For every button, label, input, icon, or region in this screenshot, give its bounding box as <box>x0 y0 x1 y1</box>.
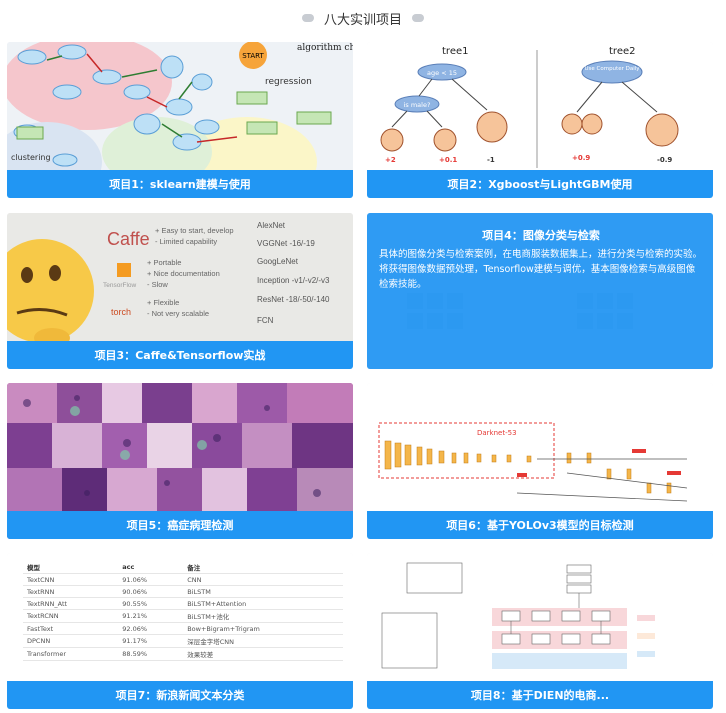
table-header-cell: acc <box>118 561 184 574</box>
start-node-label: START <box>242 52 264 60</box>
table-header-cell: 备注 <box>183 561 343 574</box>
leaf-score-5: -0.9 <box>657 156 672 164</box>
tree2-root-question: Use Computer Daily <box>584 66 640 72</box>
pathology-mosaic-thumbnail <box>7 383 353 539</box>
project-card-1[interactable]: START algorithm cheat-she regression clu… <box>7 42 353 198</box>
project-card-1-title: 项目1：sklearn建模与使用 <box>7 170 353 198</box>
model-resnet: ResNet -18/-50/-140 <box>257 295 330 304</box>
model-alexnet: AlexNet <box>257 221 286 230</box>
caffe-note-1: + Easy to start, develop <box>155 226 234 235</box>
project-card-8[interactable]: 项目8：基于DIEN的电商... <box>367 553 713 709</box>
leaf-score-4: +0.9 <box>572 154 590 162</box>
table-header-row: 模型 acc 备注 <box>23 561 343 574</box>
torch-note-1: + Flexible <box>147 298 179 307</box>
table-cell: Transformer <box>23 647 119 661</box>
table-cell: 91.21% <box>118 609 184 623</box>
tree1-root-question: age < 15 <box>427 69 457 77</box>
project-card-6-title: 项目6：基于YOLOv3模型的目标检测 <box>367 511 713 539</box>
tree1-label: tree1 <box>442 46 468 57</box>
project-card-2[interactable]: tree1 tree2 age < 15 is male? Use Comput… <box>367 42 713 198</box>
tree2-label: tree2 <box>609 46 635 57</box>
leaf-score-1: +2 <box>385 156 396 164</box>
table-cell: TextRNN <box>23 585 119 598</box>
table-cell: TextRCNN <box>23 609 119 623</box>
tree1-child-question: is male? <box>404 101 431 109</box>
table-cell: 92.06% <box>118 622 184 635</box>
tf-note-2: + Nice documentation <box>147 269 220 278</box>
caffe-note-2: - Limited capability <box>155 237 217 246</box>
leaf-score-2: +0.1 <box>439 156 457 164</box>
tensorflow-logo-text: TensorFlow <box>103 282 137 289</box>
project-card-7-title: 项目7：新浪新闻文本分类 <box>7 681 353 709</box>
project-card-3[interactable]: Caffe + Easy to start, develop - Limited… <box>7 213 353 369</box>
table-cell: BiLSTM <box>183 585 343 598</box>
table-cell: 深层金字塔CNN <box>183 634 343 648</box>
torch-logo-text: torch <box>111 307 131 317</box>
project-card-5-title: 项目5：癌症病理检测 <box>7 511 353 539</box>
table-cell: 91.17% <box>118 634 184 648</box>
project-card-5[interactable]: 项目5：癌症病理检测 <box>7 383 353 539</box>
tf-note-3: - Slow <box>147 280 168 289</box>
title-right-decoration <box>412 14 424 22</box>
table-cell: Bow+Bigram+Trigram <box>183 622 343 635</box>
title-left-decoration <box>301 14 314 22</box>
project-card-8-title: 项目8：基于DIEN的电商... <box>367 681 713 709</box>
section-title: 八大实训项目 <box>323 12 402 28</box>
table-cell: 效果较差 <box>183 647 343 661</box>
table-cell: 90.06% <box>118 585 184 598</box>
regression-label: regression <box>265 77 312 87</box>
tf-note-1: + Portable <box>147 258 181 267</box>
table-cell: DPCNN <box>23 634 119 648</box>
project-card-4[interactable]: 项目4：图像分类与检索 具体的图像分类与检索案例，在电商服装数据集上，进行分类与… <box>367 213 713 369</box>
table-cell: 91.06% <box>118 573 184 586</box>
caffe-logo-text: Caffe <box>107 229 150 249</box>
table-cell: 88.59% <box>118 647 184 661</box>
table-cell: BiLSTM+Attention <box>183 597 343 610</box>
model-fcn: FCN <box>257 316 274 325</box>
project-card-4-detail: 项目4：图像分类与检索 具体的图像分类与检索案例，在电商服装数据集上，进行分类与… <box>367 213 713 369</box>
table-cell: TextCNN <box>23 573 119 586</box>
model-vggnet: VGGNet -16/-19 <box>257 239 315 248</box>
table-cell: 90.55% <box>118 597 184 610</box>
table-cell: TextRNN_Att <box>23 597 119 610</box>
project-card-2-title: 项目2：Xgboost与LightGBM使用 <box>367 170 713 198</box>
model-inception: Inception -v1/-v2/-v3 <box>257 276 330 285</box>
project-card-4-title: 项目4：图像分类与检索 <box>482 229 600 242</box>
project-card-3-title: 项目3：Caffe&Tensorflow实战 <box>7 341 353 369</box>
table-cell: BiLSTM+池化 <box>183 609 343 623</box>
table-header-cell: 模型 <box>23 561 119 574</box>
cheatsheet-title: algorithm cheat-she <box>297 43 353 53</box>
model-googlenet: GoogLeNet <box>257 257 299 266</box>
table-cell: FastText <box>23 622 119 635</box>
torch-note-2: - Not very scalable <box>147 309 209 318</box>
table-cell: CNN <box>183 573 343 586</box>
project-card-4-description: 具体的图像分类与检索案例，在电商服装数据集上，进行分类与检索的实验。将获得图像数… <box>379 249 703 290</box>
project-card-6[interactable]: Darknet-53 项目6：基于YOLOv3模型的目标检测 <box>367 383 713 539</box>
leaf-score-3: -1 <box>487 156 495 164</box>
clustering-label: clustering <box>11 153 51 162</box>
darknet-label: Darknet-53 <box>477 429 517 437</box>
section-header: 八大实训项目 <box>0 6 726 30</box>
